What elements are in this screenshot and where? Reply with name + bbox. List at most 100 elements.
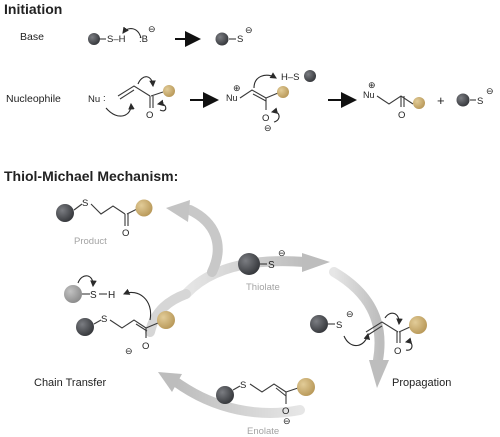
curved-arrow xyxy=(105,102,135,117)
intermediate-thiol-sphere xyxy=(304,70,316,82)
left-enolate-bond xyxy=(93,319,102,325)
curved-arrow xyxy=(384,312,403,326)
enolate-double-bond xyxy=(252,93,267,102)
thiolate-sphere xyxy=(238,253,260,275)
base-charge: ⊖ xyxy=(148,24,156,34)
cycle-arrow-right xyxy=(329,267,385,365)
enolate-charge: ⊖ xyxy=(283,416,291,426)
curved-arrow xyxy=(137,76,156,88)
base-b-text: :B xyxy=(139,34,148,45)
cycle-arrow-left xyxy=(145,289,191,337)
nu-product-chain xyxy=(376,95,414,105)
enolate-sulfur: S xyxy=(240,380,246,391)
curved-arrow xyxy=(343,332,371,347)
ester-sphere xyxy=(163,85,175,97)
thiol-sphere xyxy=(88,33,100,45)
base-label: Base xyxy=(20,31,44,43)
thiolate-charge: ⊖ xyxy=(278,248,286,258)
intermediate-positive: ⊕ xyxy=(233,83,241,93)
chain-transfer-hydrogen: H xyxy=(108,290,115,301)
curved-arrow xyxy=(77,275,97,288)
nucleophile-label: Nucleophile xyxy=(6,93,61,105)
propagation-ester-sphere xyxy=(409,316,427,334)
chain-transfer-sulfur: S xyxy=(90,290,97,301)
acrylate-chain xyxy=(117,85,151,97)
thiolate-sphere xyxy=(215,32,229,46)
left-enolate-chain xyxy=(109,319,147,329)
propagation-oxygen: O xyxy=(394,346,401,357)
product-sulfur: S xyxy=(82,198,88,209)
product-ester-bond xyxy=(126,208,138,215)
final-thiolate-charge: ⊖ xyxy=(486,86,494,96)
left-enolate-ester-bond xyxy=(145,322,159,329)
enolate-oxygen: O xyxy=(282,406,289,417)
thiolate-sulfur: S xyxy=(268,260,275,271)
propagation-sulfur: S xyxy=(336,320,342,331)
thiolate-label: Thiolate xyxy=(246,282,280,293)
curved-arrow xyxy=(404,337,413,351)
chain-transfer-thiol-sphere xyxy=(64,285,82,303)
cycle-arrow-top xyxy=(181,256,310,299)
product-release-arrowhead xyxy=(166,200,190,222)
propagation-label: Propagation xyxy=(392,377,451,389)
base-product-s: S xyxy=(237,34,243,45)
intermediate-o-charge: ⊖ xyxy=(264,123,272,133)
nu-product-nu: Nu xyxy=(363,90,375,100)
product-ester-sphere xyxy=(135,199,153,217)
intermediate-ester-bond xyxy=(265,92,279,99)
product-thiol-sphere xyxy=(56,204,74,222)
propagation-ester-bond xyxy=(398,326,411,333)
plus-sign: + xyxy=(437,93,445,108)
left-enolate-sulfur: S xyxy=(101,314,107,325)
intermediate-nu: Nu xyxy=(226,93,238,103)
nu-product-sphere xyxy=(413,97,425,109)
curved-arrow xyxy=(156,99,167,112)
acrylate-double-bond xyxy=(119,89,135,100)
final-thiolate-sphere xyxy=(456,93,470,107)
curved-arrow xyxy=(122,26,142,39)
propagation-acrylate-chain xyxy=(365,321,399,333)
product-bond xyxy=(73,203,83,211)
enolate-ester-bond xyxy=(285,387,299,393)
cycle-arrowhead xyxy=(369,360,389,388)
nu-lone-pair: : xyxy=(103,93,106,104)
intermediate-chain xyxy=(239,89,267,99)
product-oxygen: O xyxy=(122,228,129,239)
left-enolate-oxygen: O xyxy=(142,341,149,352)
nu-product-oxygen: O xyxy=(398,110,405,121)
cycle-arrowhead xyxy=(302,253,330,272)
curved-arrow xyxy=(122,288,152,321)
base-thiol-text: S–H xyxy=(107,34,126,45)
product-chain xyxy=(90,203,126,215)
curved-arrow xyxy=(270,107,280,123)
initiation-heading: Initiation xyxy=(4,1,62,17)
ester-bond xyxy=(150,91,164,97)
nu-text: Nu xyxy=(88,94,100,105)
propagation-double-bond xyxy=(367,325,383,336)
enolate-ester-sphere xyxy=(297,378,315,396)
left-enolate-ester-sphere xyxy=(157,311,175,329)
curved-arrow xyxy=(253,72,277,89)
nu-oxygen: O xyxy=(146,110,153,121)
product-label: Product xyxy=(74,236,107,247)
propagation-thiol-sphere xyxy=(310,315,328,333)
mechanism-heading: Thiol-Michael Mechanism: xyxy=(4,168,178,184)
propagation-charge: ⊖ xyxy=(346,309,354,319)
left-enolate-charge: ⊖ xyxy=(125,346,133,356)
nu-product-positive: ⊕ xyxy=(368,80,376,90)
left-enolate-thiol-sphere xyxy=(76,318,94,336)
enolate-chain xyxy=(249,383,287,393)
intermediate-thiol-text: H–S xyxy=(281,72,299,83)
left-enolate-double-bond xyxy=(135,323,148,332)
enolate-bond xyxy=(232,385,241,391)
base-product-charge: ⊖ xyxy=(245,25,253,35)
product-release-arrow xyxy=(185,205,223,277)
chain-transfer-label: Chain Transfer xyxy=(34,377,106,389)
enolate-double-bond xyxy=(275,387,287,397)
final-thiolate-s: S xyxy=(477,96,483,107)
cycle-arrow-bottom xyxy=(171,377,305,418)
intermediate-oxygen: O xyxy=(262,113,269,124)
enolate-thiol-sphere xyxy=(216,386,234,404)
